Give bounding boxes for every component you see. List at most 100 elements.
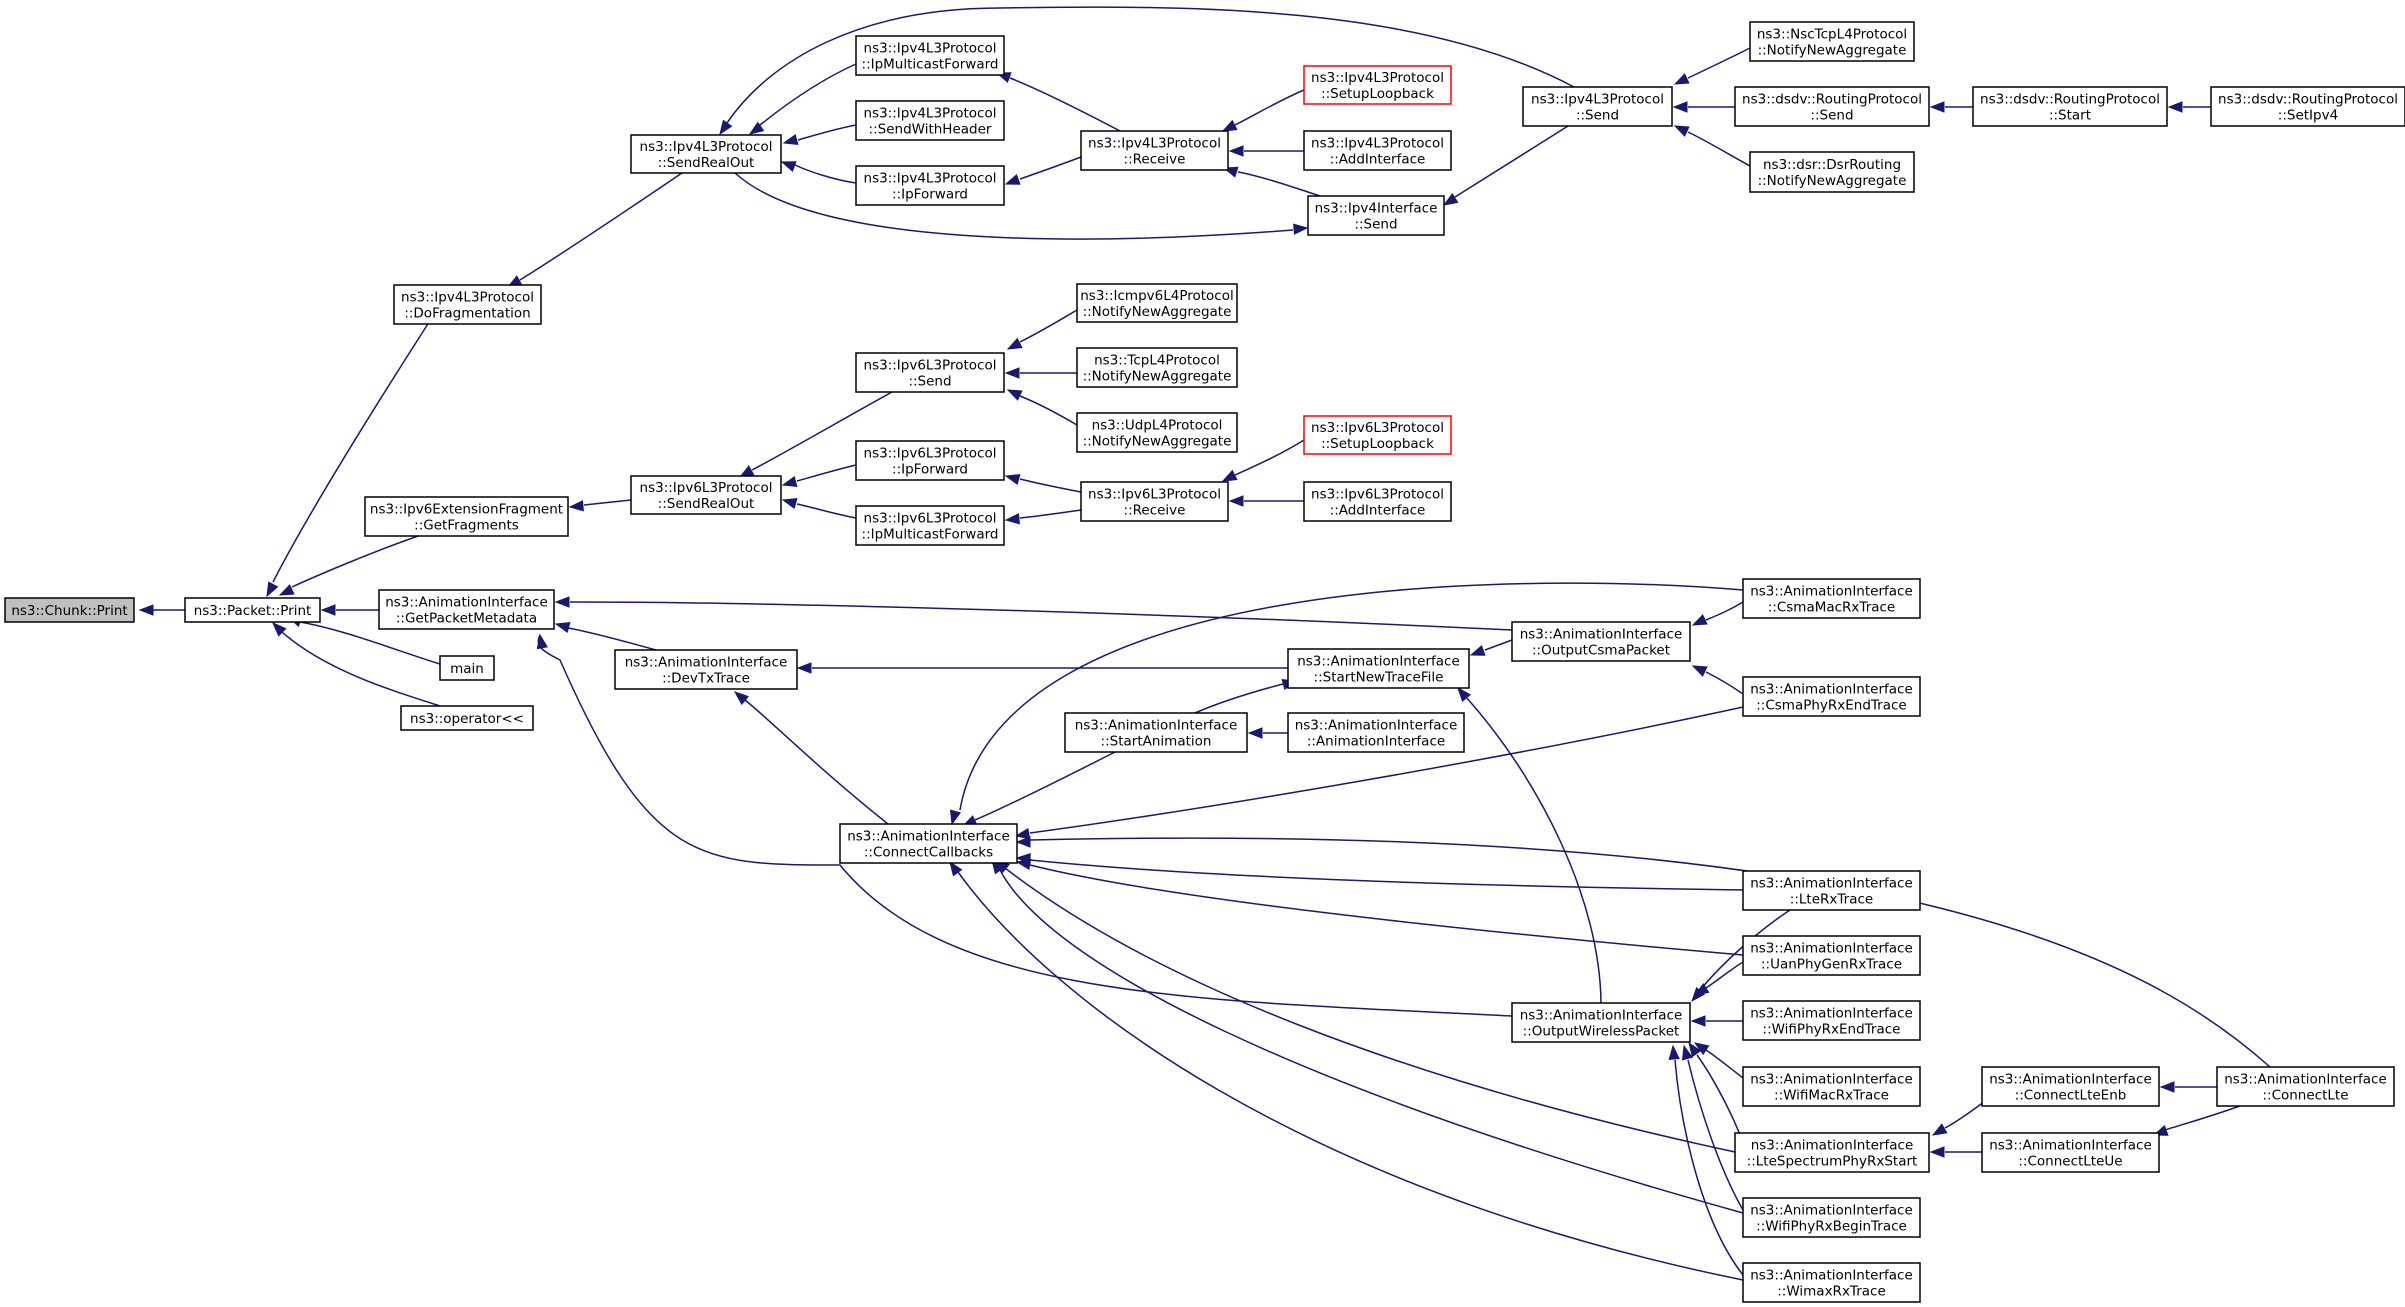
edge-line: [272, 284, 454, 583]
node-label-line: ns3::UdpL4Protocol: [1092, 418, 1223, 434]
node-connlteenb[interactable]: ns3::AnimationInterface::ConnectLteEnb: [1981, 1066, 2160, 1107]
node-v4send[interactable]: ns3::Ipv4L3Protocol::Send: [1522, 86, 1673, 127]
node-outcsma[interactable]: ns3::AnimationInterface::OutputCsmaPacke…: [1511, 621, 1691, 662]
node-pprint[interactable]: ns3::Packet::Print: [184, 597, 321, 623]
arrowhead-icon: [1681, 1044, 1694, 1061]
node-v4loop[interactable]: ns3::Ipv4L3Protocol::SetupLoopback: [1303, 65, 1452, 105]
node-ltespec[interactable]: ns3::AnimationInterface::LteSpectrumPhyR…: [1734, 1132, 1930, 1173]
edge-line: [569, 601, 1513, 631]
node-outwifi[interactable]: ns3::AnimationInterface::OutputWirelessP…: [1511, 1002, 1691, 1043]
node-root[interactable]: ns3::Chunk::Print: [4, 597, 135, 623]
edge-line: [974, 751, 1116, 821]
node-oplt[interactable]: ns3::operator<<: [400, 705, 534, 731]
node-dofrag[interactable]: ns3::Ipv4L3Protocol::DoFragmentation: [393, 284, 542, 325]
node-connlteue[interactable]: ns3::AnimationInterface::ConnectLteUe: [1981, 1132, 2160, 1173]
node-dsdvsetv4[interactable]: ns3::dsdv::RoutingProtocol::SetIpv4: [2210, 86, 2405, 127]
call-edge-nsctcp-to-v4send: [1673, 47, 1751, 85]
call-edge-startanim-to-connectcb: [961, 751, 1116, 827]
node-v6ipf[interactable]: ns3::Ipv6L3Protocol::IpForward: [855, 440, 1005, 481]
node-udpl4[interactable]: ns3::UdpL4Protocol::NotifyNewAggregate: [1076, 412, 1238, 453]
node-v4addif[interactable]: ns3::Ipv4L3Protocol::AddInterface: [1303, 130, 1452, 171]
call-edge-connlte-to-connectcb: [1015, 836, 2271, 1068]
edge-line: [796, 503, 857, 519]
arrowhead-icon: [781, 475, 798, 488]
call-edge-csmaphy-to-connectcb: [1014, 706, 1744, 840]
node-box: [1742, 676, 1921, 717]
node-csmaphy[interactable]: ns3::AnimationInterface::CsmaPhyRxEndTra…: [1742, 676, 1921, 717]
arrowhead-icon: [719, 119, 733, 136]
node-v4swh[interactable]: ns3::Ipv4L3Protocol::SendWithHeader: [855, 100, 1005, 141]
arrowhead-icon: [1006, 337, 1023, 350]
node-box: [1076, 412, 1238, 453]
node-wifiphyend[interactable]: ns3::AnimationInterface::WifiPhyRxEndTra…: [1742, 1000, 1921, 1041]
node-box: [1303, 415, 1452, 455]
call-edges: [138, 6, 2271, 1281]
node-box: [1511, 621, 1691, 662]
node-startanim[interactable]: ns3::AnimationInterface::StartAnimation: [1064, 712, 1248, 753]
node-nsctcp[interactable]: ns3::NscTcpL4Protocol::NotifyNewAggregat…: [1749, 21, 1915, 62]
node-label-line: ::AnimationInterface: [1307, 734, 1445, 750]
arrowhead-icon: [1442, 192, 1459, 206]
node-devtx[interactable]: ns3::AnimationInterface::DevTxTrace: [614, 649, 798, 690]
call-edge-outcsma-to-getmeta: [554, 596, 1513, 631]
node-v4ipf[interactable]: ns3::Ipv4L3Protocol::IpForward: [855, 165, 1005, 206]
node-wimax[interactable]: ns3::AnimationInterface::WimaxRxTrace: [1742, 1262, 1921, 1303]
node-label-line: ::ConnectLteEnb: [2015, 1088, 2127, 1104]
node-box: [1734, 1132, 1930, 1173]
node-label-line: ns3::AnimationInterface: [385, 595, 548, 611]
node-wifimac[interactable]: ns3::AnimationInterface::WifiMacRxTrace: [1742, 1066, 1921, 1107]
edge-line: [1019, 156, 1082, 180]
node-label-line: ::Send: [1810, 108, 1853, 124]
node-v6sro[interactable]: ns3::Ipv6L3Protocol::SendRealOut: [630, 475, 782, 515]
node-csmamac[interactable]: ns3::AnimationInterface::CsmaMacRxTrace: [1742, 578, 1921, 619]
node-animif[interactable]: ns3::AnimationInterface::AnimationInterf…: [1287, 712, 1465, 753]
node-getmeta[interactable]: ns3::AnimationInterface::GetPacketMetada…: [378, 589, 555, 630]
node-label-line: ::Receive: [1124, 503, 1186, 519]
node-dsrnna[interactable]: ns3::dsr::DsrRouting::NotifyNewAggregate: [1749, 151, 1915, 193]
node-v4recv[interactable]: ns3::Ipv4L3Protocol::Receive: [1080, 130, 1229, 171]
call-edge-udpl4-to-v6send: [1006, 389, 1078, 426]
node-wifiphybeg[interactable]: ns3::AnimationInterface::WifiPhyRxBeginT…: [1742, 1197, 1921, 1238]
edge-line: [1696, 1054, 1744, 1144]
node-icmpv6[interactable]: ns3::Icmpv6L4Protocol::NotifyNewAggregat…: [1076, 283, 1238, 323]
call-edge-v4sro-to-v4ifsend: [734, 172, 1309, 240]
node-box: [1307, 195, 1445, 236]
node-label-line: ns3::AnimationInterface: [1750, 941, 1913, 957]
node-label-line: ::StartNewTraceFile: [1314, 670, 1444, 686]
call-edge-v4recv-to-v4ipf: [1004, 156, 1082, 185]
arrowhead-icon: [796, 662, 812, 674]
arrowhead-icon: [1668, 1044, 1680, 1060]
node-startntf[interactable]: ns3::AnimationInterface::StartNewTraceFi…: [1287, 648, 1470, 689]
node-label-line: ::CsmaMacRxTrace: [1768, 600, 1896, 616]
node-label-line: ns3::Ipv4L3Protocol: [401, 290, 534, 306]
node-v6mcf[interactable]: ns3::Ipv6L3Protocol::IpMulticastForward: [855, 505, 1005, 546]
call-edge-csmaphy-to-outcsma: [1691, 665, 1744, 695]
node-box: [855, 352, 1005, 393]
node-tcpl4[interactable]: ns3::TcpL4Protocol::NotifyNewAggregate: [1076, 347, 1238, 388]
node-uanphy[interactable]: ns3::AnimationInterface::UanPhyGenRxTrac…: [1742, 935, 1921, 976]
node-connectcb[interactable]: ns3::AnimationInterface::ConnectCallback…: [839, 823, 1018, 864]
node-v4mcf[interactable]: ns3::Ipv4L3Protocol::IpMulticastForward: [855, 35, 1005, 76]
edge-line: [519, 172, 683, 281]
call-edge-dofrag-to-pprint: [266, 284, 454, 598]
node-connlte[interactable]: ns3::AnimationInterface::ConnectLte: [2216, 1066, 2395, 1107]
node-v6recv[interactable]: ns3::Ipv6L3Protocol::Receive: [1080, 481, 1229, 522]
node-v6send[interactable]: ns3::Ipv6L3Protocol::Send: [855, 352, 1005, 393]
node-lterx[interactable]: ns3::AnimationInterface::LteRxTrace: [1742, 870, 1921, 911]
node-v4ifsend[interactable]: ns3::Ipv4Interface::Send: [1307, 195, 1445, 236]
node-v6addif[interactable]: ns3::Ipv6L3Protocol::AddInterface: [1303, 481, 1452, 522]
node-label-line: ::SetupLoopback: [1321, 86, 1434, 102]
call-edge-connlteue-to-ltespec: [1929, 1146, 1982, 1158]
call-edge-wifiphybeg-to-outwifi: [1681, 1044, 1744, 1211]
edge-line: [1484, 639, 1513, 651]
node-label-line: ::NotifyNewAggregate: [1083, 434, 1232, 450]
node-dsdvstart[interactable]: ns3::dsdv::RoutingProtocol::Start: [1972, 86, 2168, 127]
node-v6loop[interactable]: ns3::Ipv6L3Protocol::SetupLoopback: [1303, 415, 1452, 455]
node-dsdvsend[interactable]: ns3::dsdv::RoutingProtocol::Send: [1734, 86, 1930, 127]
node-main[interactable]: main: [439, 655, 495, 681]
node-getfrag[interactable]: ns3::Ipv6ExtensionFragment::GetFragments: [364, 496, 569, 537]
node-label-line: ns3::dsr::DsrRouting: [1763, 157, 1901, 173]
node-v4sro[interactable]: ns3::Ipv4L3Protocol::SendRealOut: [630, 134, 782, 174]
edge-line: [1004, 867, 1736, 1153]
arrowhead-icon: [1673, 125, 1690, 137]
